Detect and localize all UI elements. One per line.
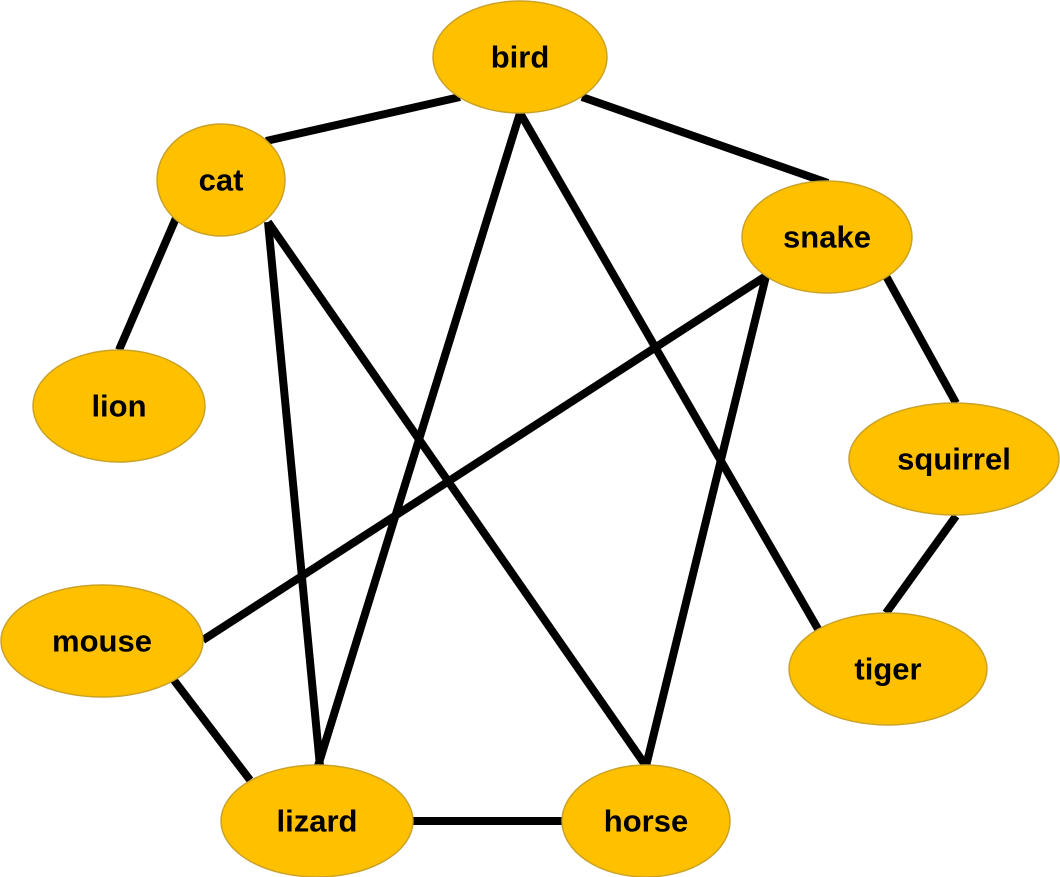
node-snake-shape <box>741 180 913 294</box>
node-horse-label: horse <box>604 804 688 839</box>
node-horse[interactable]: horse <box>561 764 731 877</box>
node-lizard[interactable]: lizard <box>220 764 414 877</box>
node-tiger-shape <box>788 612 988 726</box>
node-squirrel-label: squirrel <box>897 442 1011 477</box>
node-snake[interactable]: snake <box>741 180 913 294</box>
node-snake-label: snake <box>783 220 871 255</box>
edge-bird-cat <box>265 93 461 145</box>
edge-snake-mouse <box>200 272 769 644</box>
node-horse-shape <box>561 764 731 877</box>
node-lizard-shape <box>220 764 414 877</box>
edge-cat-lion <box>115 216 180 352</box>
edges-layer <box>115 93 960 825</box>
edge-bird-snake <box>580 93 830 187</box>
node-cat[interactable]: cat <box>156 123 286 237</box>
edge-squirrel-tiger <box>882 513 960 616</box>
node-mouse[interactable]: mouse <box>0 584 204 698</box>
edge-mouse-lizard <box>169 676 254 783</box>
node-lizard-label: lizard <box>277 804 358 839</box>
node-tiger[interactable]: tiger <box>788 612 988 726</box>
node-bird-shape <box>432 0 608 114</box>
node-bird-label: bird <box>491 40 550 75</box>
node-tiger-label: tiger <box>854 652 921 687</box>
node-mouse-shape <box>0 584 204 698</box>
node-cat-shape <box>156 123 286 237</box>
edge-cat-lizard <box>264 221 324 767</box>
node-lion[interactable]: lion <box>32 349 206 463</box>
node-mouse-label: mouse <box>52 624 152 659</box>
edge-snake-squirrel <box>882 274 960 405</box>
node-squirrel[interactable]: squirrel <box>848 402 1060 516</box>
node-lion-label: lion <box>91 389 146 424</box>
edge-cat-horse <box>264 219 650 769</box>
node-squirrel-shape <box>848 402 1060 516</box>
node-bird[interactable]: bird <box>432 0 608 114</box>
edge-snake-horse <box>642 275 770 767</box>
edge-bird-tiger <box>516 110 822 632</box>
node-cat-label: cat <box>199 163 244 198</box>
node-lion-shape <box>32 349 206 463</box>
